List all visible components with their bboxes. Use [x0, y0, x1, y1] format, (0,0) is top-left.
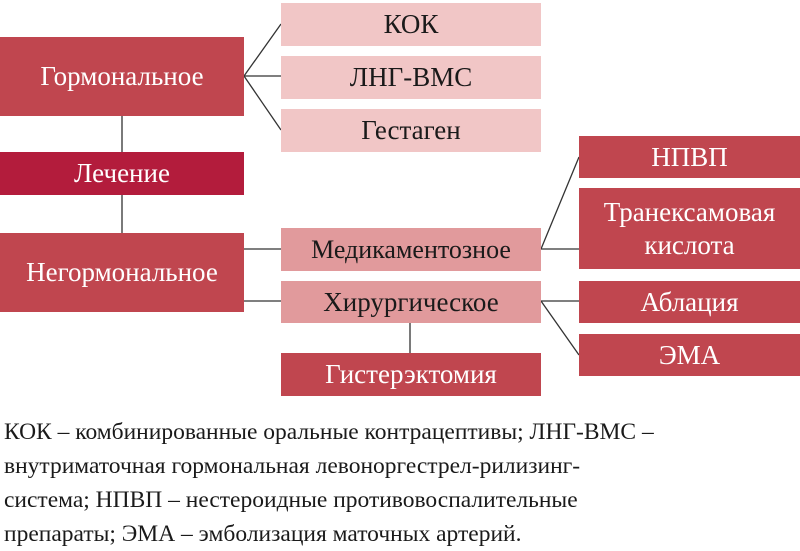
node-treatment: Лечение: [0, 152, 244, 195]
node-kok: КОК: [281, 3, 541, 46]
node-medication: Медикаментозное: [281, 228, 541, 271]
connector-hormonal-gestagen: [243, 75, 282, 131]
node-nsaid: НПВП: [579, 136, 800, 178]
connector-lines: [121, 23, 580, 356]
footnote-text: КОК – комбинированные оральные контрацеп…: [4, 419, 654, 547]
connector-surgical-ema: [540, 300, 580, 356]
node-ablation: Аблация: [579, 281, 800, 323]
node-gestagen: Гестаген: [281, 109, 541, 152]
connector-hormonal-kok: [243, 23, 282, 77]
node-hormonal: Гормональное: [0, 37, 244, 116]
treatment-diagram: Гормональное Лечение Негормональное КОК …: [0, 3, 800, 396]
node-ema: ЭМА: [579, 334, 800, 376]
node-tranexamic: Транексамовая кислота: [579, 188, 800, 269]
node-lng-vms: ЛНГ-ВМС: [281, 56, 541, 99]
node-surgical: Хирургическое: [281, 281, 541, 323]
connector-medication-nsaid: [540, 156, 580, 250]
node-hysterectomy: Гистерэктомия: [281, 353, 541, 396]
node-nonhormonal: Негормональное: [0, 233, 244, 312]
